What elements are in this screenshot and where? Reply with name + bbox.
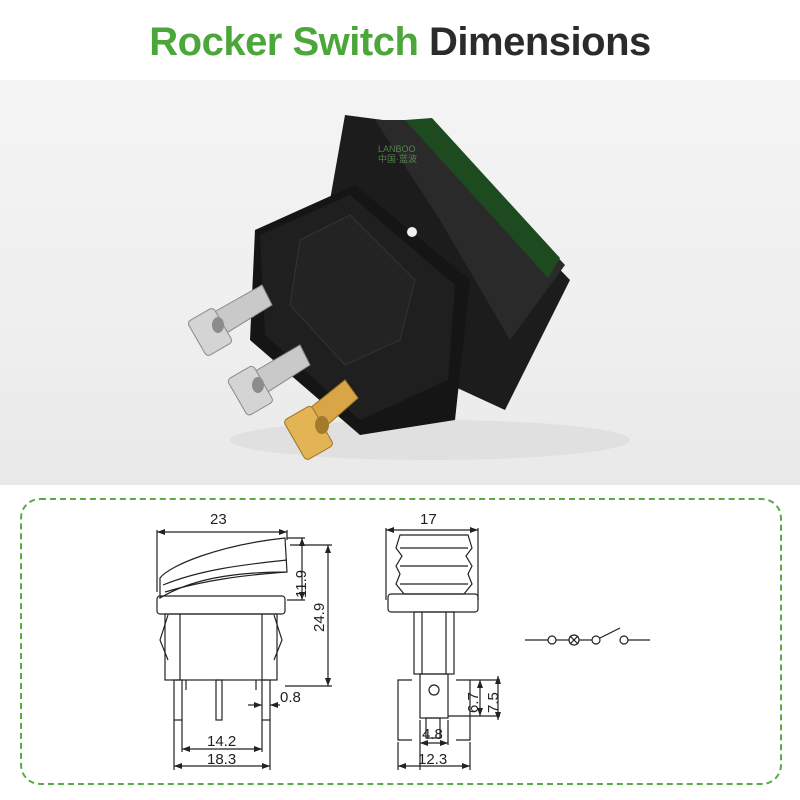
page-title: Rocker Switch Dimensions	[0, 20, 800, 65]
dim-side-width: 17	[420, 511, 437, 528]
product-photo: LANBOO 中国·蓝波	[0, 80, 800, 485]
dim-pin-outer-spacing: 18.3	[207, 751, 237, 768]
dim-front-top-height: 11.9	[293, 569, 310, 598]
dim-pin-inner-spacing: 14.2	[207, 733, 237, 750]
dim-side-pin-h2: 7.5	[485, 692, 502, 713]
dimensions-frame	[20, 498, 782, 785]
watermark-text: LANBOO	[378, 144, 416, 154]
dim-front-width: 23	[210, 511, 227, 528]
dim-side-pin-h1: 6.7	[465, 692, 482, 713]
title-green-part: Rocker Switch	[149, 20, 419, 64]
rocker-switch-photo-illustration	[187, 115, 630, 460]
dim-front-total-height: 24.9	[311, 602, 328, 632]
dim-side-pin-width: 4.8	[422, 726, 443, 743]
watermark-text-cn: 中国·蓝波	[378, 154, 417, 164]
dim-pin-thickness: 0.8	[280, 689, 301, 706]
dim-side-base-width: 12.3	[418, 751, 448, 768]
title-dark-part: Dimensions	[429, 20, 651, 64]
